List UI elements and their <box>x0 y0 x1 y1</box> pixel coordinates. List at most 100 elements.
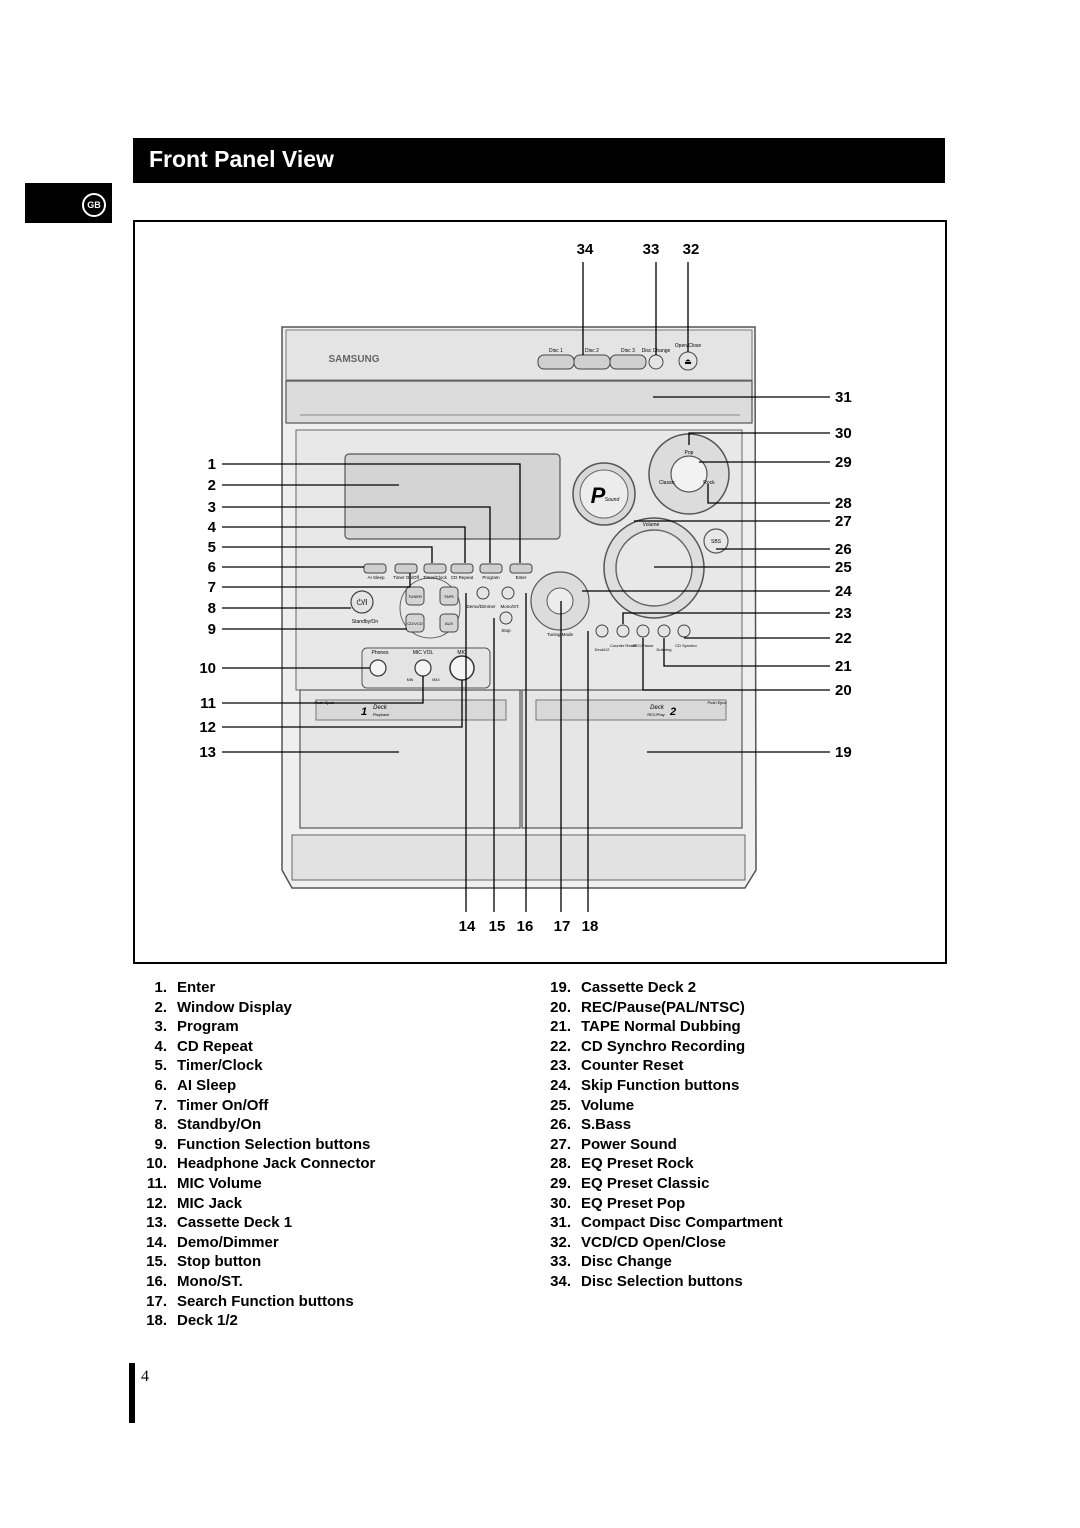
legend-number: 13. <box>146 1214 167 1232</box>
window-display <box>344 453 561 540</box>
page-marker-bar <box>129 1363 135 1423</box>
legend-number: 7. <box>154 1096 167 1114</box>
legend-label: TAPE Normal Dubbing <box>581 1018 741 1036</box>
mono-st-button[interactable] <box>501 586 515 600</box>
legend-number: 2. <box>154 998 167 1016</box>
callout-27: 27 <box>835 513 852 530</box>
cd-synchro-button[interactable] <box>677 624 691 638</box>
cd-synchro-label: CD Synchro <box>675 643 697 648</box>
legend-item: 18.Deck 1/2 <box>133 1311 375 1331</box>
callout-15: 15 <box>489 918 506 935</box>
legend-label: Cassette Deck 2 <box>581 979 697 996</box>
callout-2: 2 <box>208 477 216 494</box>
brand-logo: SAMSUNG <box>328 354 379 365</box>
legend-item: 3. Program <box>133 1017 375 1037</box>
legend-number: 17. <box>146 1292 167 1310</box>
legend-number: 12. <box>146 1194 167 1212</box>
legend-label: Search Function buttons <box>177 1292 354 1310</box>
function-button-aux[interactable] <box>439 613 459 633</box>
legend-right-column: 19.Cassette Deck 2 20.REC/Pause(PAL/NTSC… <box>537 978 783 1292</box>
mic-max-label: MAX <box>432 678 440 682</box>
callout-3: 3 <box>208 499 216 516</box>
legend-number: 5. <box>154 1057 167 1075</box>
legend-item: 16.Mono/ST. <box>133 1272 375 1292</box>
callout-13: 13 <box>199 744 216 761</box>
function-button-cd[interactable] <box>405 613 425 633</box>
callout-18: 18 <box>582 918 599 935</box>
legend-number: 30. <box>550 1194 571 1212</box>
enter-button[interactable] <box>509 563 533 574</box>
callout-leader-lines <box>222 262 830 912</box>
disc-2-button[interactable] <box>573 354 611 370</box>
deck-2-window <box>535 699 727 721</box>
deck-1-2-button[interactable] <box>595 624 609 638</box>
stop-button[interactable] <box>499 611 513 625</box>
cd-repeat-button[interactable] <box>450 563 474 574</box>
headphone-jack[interactable] <box>369 659 387 677</box>
legend-item: 23.Counter Reset <box>537 1056 783 1076</box>
callout-numbers: 1 2 3 4 5 6 7 8 9 10 11 12 13 34 33 32 3… <box>199 241 852 935</box>
timer-onoff-button[interactable] <box>394 563 418 574</box>
callout-12: 12 <box>199 719 216 736</box>
disc-1-button[interactable] <box>537 354 575 370</box>
legend-label: Skip Function buttons <box>581 1076 740 1094</box>
callout-28: 28 <box>835 495 852 512</box>
demo-dimmer-button[interactable] <box>476 586 490 600</box>
volume-knob[interactable] <box>615 529 693 607</box>
legend-item: 22.CD Synchro Recording <box>537 1037 783 1057</box>
legend-label: Disc Selection buttons <box>581 1272 743 1290</box>
program-button[interactable] <box>479 563 503 574</box>
disc-change-button[interactable] <box>648 354 664 370</box>
legend-item: 28.EQ Preset Rock <box>537 1154 783 1174</box>
disc-3-button[interactable] <box>609 354 647 370</box>
deck-2-push-eject: Push Eject <box>707 700 727 705</box>
timer-clock-label: Timer/Clock <box>423 575 448 580</box>
mic-volume-knob[interactable] <box>414 659 432 677</box>
legend-number: 3. <box>154 1018 167 1036</box>
dubbing-button[interactable] <box>657 624 671 638</box>
eject-icon: ⏏ <box>684 357 692 366</box>
rec-pause-button[interactable] <box>636 624 650 638</box>
mic-min-label: MIN <box>407 678 414 682</box>
legend-number: 21. <box>550 1018 571 1036</box>
function-cd-label: CD/VCD <box>407 621 422 626</box>
legend-number: 19. <box>550 979 571 996</box>
counter-reset-button[interactable] <box>616 624 630 638</box>
page-number: 4 <box>141 1368 149 1385</box>
legend-number: 14. <box>146 1233 167 1251</box>
legend-label: Stop button <box>177 1253 262 1271</box>
legend-item: 15.Stop button <box>133 1252 375 1272</box>
mic-vol-label: MIC VOL <box>413 650 434 656</box>
deck-1-number: 1 <box>361 706 367 718</box>
legend-label: Timer/Clock <box>177 1057 263 1075</box>
legend-number: 9. <box>154 1135 167 1153</box>
legend-label: Program <box>177 1018 239 1036</box>
legend-label: Deck 1/2 <box>177 1312 238 1330</box>
function-button-tuner[interactable] <box>405 586 425 606</box>
legend-item: 12.MIC Jack <box>133 1194 375 1214</box>
legend-label: Window Display <box>177 998 292 1016</box>
language-badge: GB <box>82 193 106 217</box>
ai-sleep-button[interactable] <box>363 563 387 574</box>
callout-23: 23 <box>835 605 852 622</box>
legend-label: Compact Disc Compartment <box>581 1214 783 1232</box>
mic-jack[interactable] <box>449 655 475 681</box>
legend-number: 20. <box>550 998 571 1016</box>
callout-16: 16 <box>517 918 534 935</box>
sbass-button[interactable] <box>703 528 729 554</box>
diagram-frame <box>133 220 947 964</box>
disc-1-label: Disc 1 <box>549 348 563 354</box>
legend-item: 11.MIC Volume <box>133 1174 375 1194</box>
function-button-tape[interactable] <box>439 586 459 606</box>
function-tape-label: TAPE <box>444 594 454 599</box>
legend-number: 8. <box>154 1116 167 1134</box>
callout-20: 20 <box>835 682 852 699</box>
timer-clock-button[interactable] <box>423 563 447 574</box>
standby-button[interactable] <box>350 590 374 614</box>
legend-label: Demo/Dimmer <box>177 1233 279 1251</box>
p-sound-logo: P <box>591 483 606 508</box>
callout-6: 6 <box>208 559 216 576</box>
sbass-label: SBS <box>711 539 722 545</box>
mic-label: MIC <box>457 650 467 656</box>
legend-label: EQ Preset Pop <box>581 1194 686 1212</box>
